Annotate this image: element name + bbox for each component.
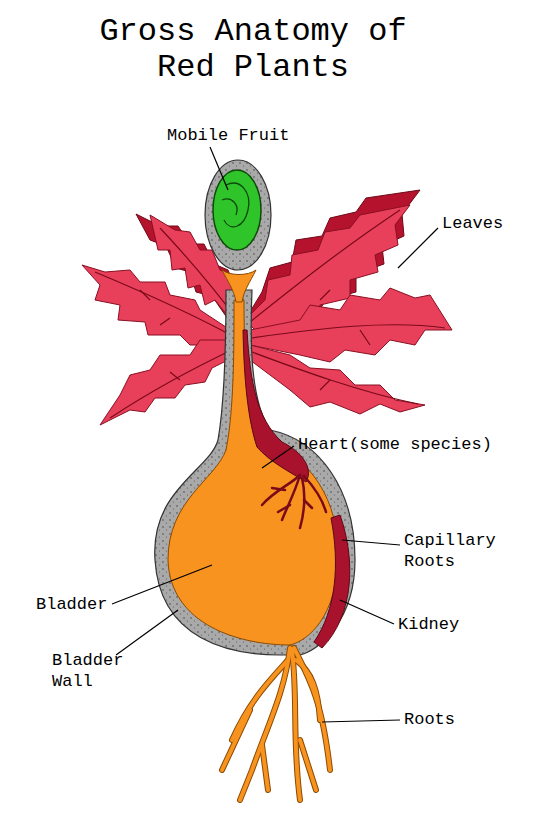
part-label: Bladder (36, 594, 107, 615)
diagram-title: Gross Anatomy of Red Plants (80, 14, 426, 86)
part-label: Leaves (442, 213, 503, 234)
bladder (168, 300, 338, 645)
leaf-veins (95, 210, 445, 418)
part-label: Roots (404, 709, 455, 730)
fruit-casing (205, 160, 271, 270)
part-label: Mobile Fruit (167, 125, 289, 146)
fruit-body (213, 170, 261, 250)
part-label: Heart(some species) (298, 434, 492, 455)
bladder-wall (155, 290, 355, 655)
part-label: Kidney (398, 614, 459, 635)
heart (243, 330, 309, 482)
leader-lines (112, 147, 438, 722)
capillary-roots (262, 475, 326, 528)
part-label: Capillary Roots (404, 530, 516, 572)
kidney (314, 515, 350, 648)
fruit-seed-lines (222, 183, 249, 227)
part-label: Bladder Wall (52, 650, 136, 692)
fruit-neck (222, 270, 256, 302)
roots (222, 648, 330, 800)
